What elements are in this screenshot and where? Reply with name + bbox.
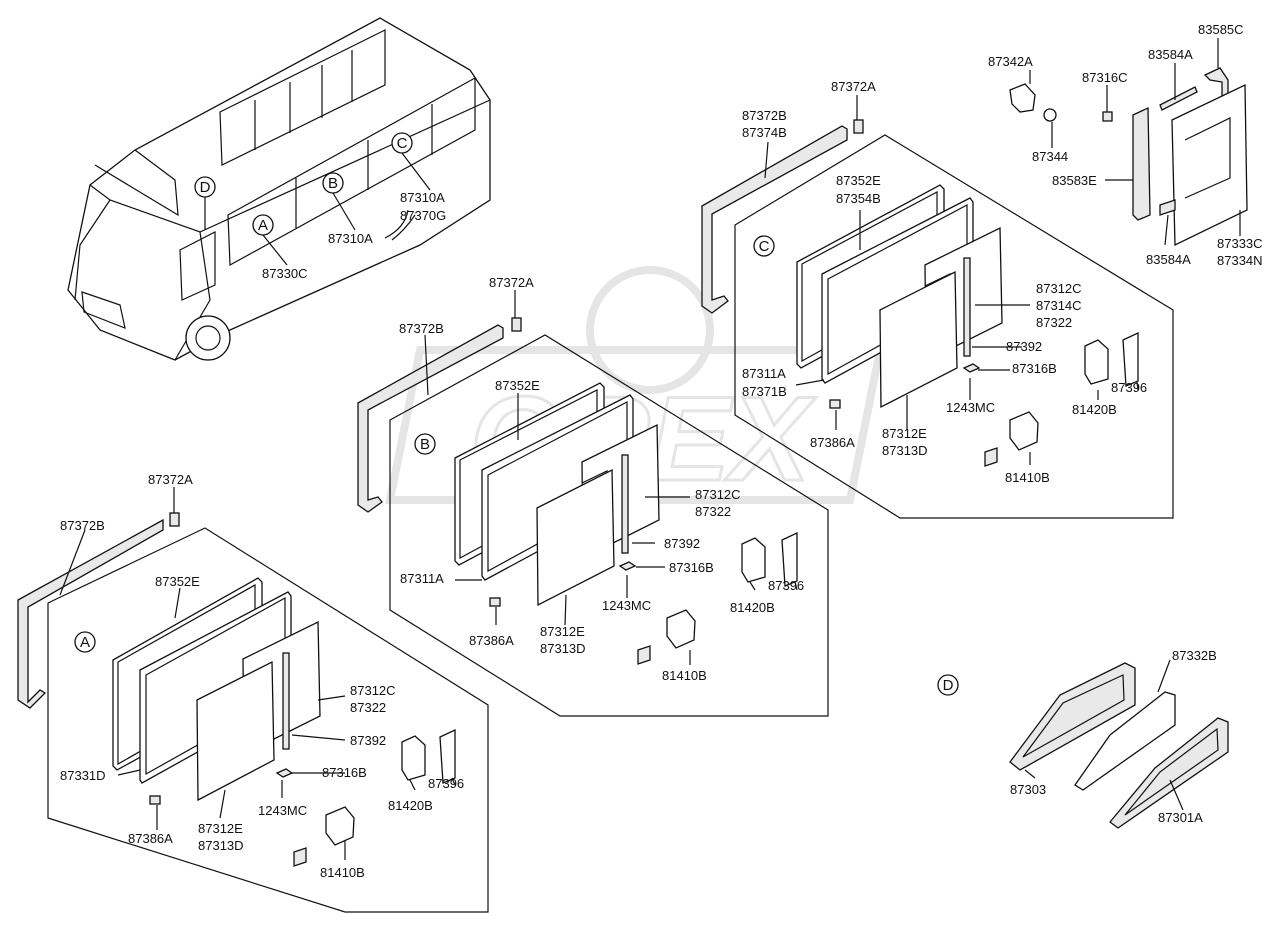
vehicle-callout-a: A xyxy=(258,217,268,234)
c-87352e: 87352E xyxy=(836,173,881,188)
a-81410b: 81410B xyxy=(320,865,365,880)
label-87370g: 87370G xyxy=(400,208,446,223)
extra-83584a-bottom: 83584A xyxy=(1146,252,1191,267)
group-a-letter: A xyxy=(80,634,90,651)
group-b-letter: B xyxy=(420,436,430,453)
a-87372b: 87372B xyxy=(60,518,105,533)
group-d: D 87332B 87303 87301A xyxy=(937,648,1229,829)
d-87301a: 87301A xyxy=(1158,810,1203,825)
group-c-letter: C xyxy=(759,238,770,255)
vehicle-illustration: D A B C 87330C 87310A 87310A 87370G xyxy=(67,17,491,361)
vehicle-callout-d: D xyxy=(200,179,211,196)
group-a: A 87372A 87372B 87352E 87312C 87322 8739… xyxy=(17,472,489,913)
a-87386a: 87386A xyxy=(128,831,173,846)
d-87303: 87303 xyxy=(1010,782,1046,797)
b-87312e: 87312E xyxy=(540,624,585,639)
a-87322: 87322 xyxy=(350,700,386,715)
b-1243mc: 1243MC xyxy=(602,598,651,613)
b-87392: 87392 xyxy=(664,536,700,551)
b-81420b: 81420B xyxy=(730,600,775,615)
d-87332b: 87332B xyxy=(1172,648,1217,663)
a-87312e: 87312E xyxy=(198,821,243,836)
b-87312c: 87312C xyxy=(695,487,741,502)
c-87372b: 87372B xyxy=(742,108,787,123)
b-87316b: 87316B xyxy=(669,560,714,575)
group-d-letter: D xyxy=(943,677,954,694)
a-87313d: 87313D xyxy=(198,838,244,853)
label-87330c: 87330C xyxy=(262,266,308,281)
c-87374b: 87374B xyxy=(742,125,787,140)
a-81420b: 81420B xyxy=(388,798,433,813)
c-87312c: 87312C xyxy=(1036,281,1082,296)
c-87313d: 87313D xyxy=(882,443,928,458)
extra-87334n: 87334N xyxy=(1217,253,1263,268)
b-87372a: 87372A xyxy=(489,275,534,290)
c-87312e: 87312E xyxy=(882,426,927,441)
a-1243mc: 1243MC xyxy=(258,803,307,818)
b-81410b: 81410B xyxy=(662,668,707,683)
b-87313d: 87313D xyxy=(540,641,586,656)
a-87312c: 87312C xyxy=(350,683,396,698)
c-87371b: 87371B xyxy=(742,384,787,399)
group-b: B 87372A 87372B 87352E 87312C 87322 8739… xyxy=(357,275,829,717)
c-87314c: 87314C xyxy=(1036,298,1082,313)
a-87396: 87396 xyxy=(428,776,464,791)
c-87311a: 87311A xyxy=(742,366,786,381)
b-87372b: 87372B xyxy=(399,321,444,336)
a-87316b: 87316B xyxy=(322,765,367,780)
c-87392: 87392 xyxy=(1006,339,1042,354)
extra-83584a-top: 83584A xyxy=(1148,47,1193,62)
label-87310a-c: 87310A xyxy=(400,190,445,205)
c-87354b: 87354B xyxy=(836,191,881,206)
a-87352e: 87352E xyxy=(155,574,200,589)
extra-87344: 87344 xyxy=(1032,149,1068,164)
a-87392: 87392 xyxy=(350,733,386,748)
group-c: C 87372A 87372B 87374B 87352E 87354B 873… xyxy=(701,79,1174,519)
c-81420b: 81420B xyxy=(1072,402,1117,417)
b-87322: 87322 xyxy=(695,504,731,519)
a-87372a: 87372A xyxy=(148,472,193,487)
extra-87316c: 87316C xyxy=(1082,70,1128,85)
vehicle-callout-b: B xyxy=(328,175,338,192)
c-87386a: 87386A xyxy=(810,435,855,450)
extra-parts: 87342A 87344 87316C 83585C 83584A 83583E… xyxy=(988,22,1263,268)
extra-83585c: 83585C xyxy=(1198,22,1244,37)
c-81410b: 81410B xyxy=(1005,470,1050,485)
c-1243mc: 1243MC xyxy=(946,400,995,415)
c-87372a: 87372A xyxy=(831,79,876,94)
b-87386a: 87386A xyxy=(469,633,514,648)
a-87331d: 87331D xyxy=(60,768,106,783)
extra-83583e: 83583E xyxy=(1052,173,1097,188)
c-87316b: 87316B xyxy=(1012,361,1057,376)
b-87396: 87396 xyxy=(768,578,804,593)
extra-87342a: 87342A xyxy=(988,54,1033,69)
label-87310a-b: 87310A xyxy=(328,231,373,246)
b-87352e: 87352E xyxy=(495,378,540,393)
extra-87333c: 87333C xyxy=(1217,236,1263,251)
c-87396: 87396 xyxy=(1111,380,1147,395)
b-87311a: 87311A xyxy=(400,571,444,586)
c-87322: 87322 xyxy=(1036,315,1072,330)
vehicle-callout-c: C xyxy=(397,135,408,152)
